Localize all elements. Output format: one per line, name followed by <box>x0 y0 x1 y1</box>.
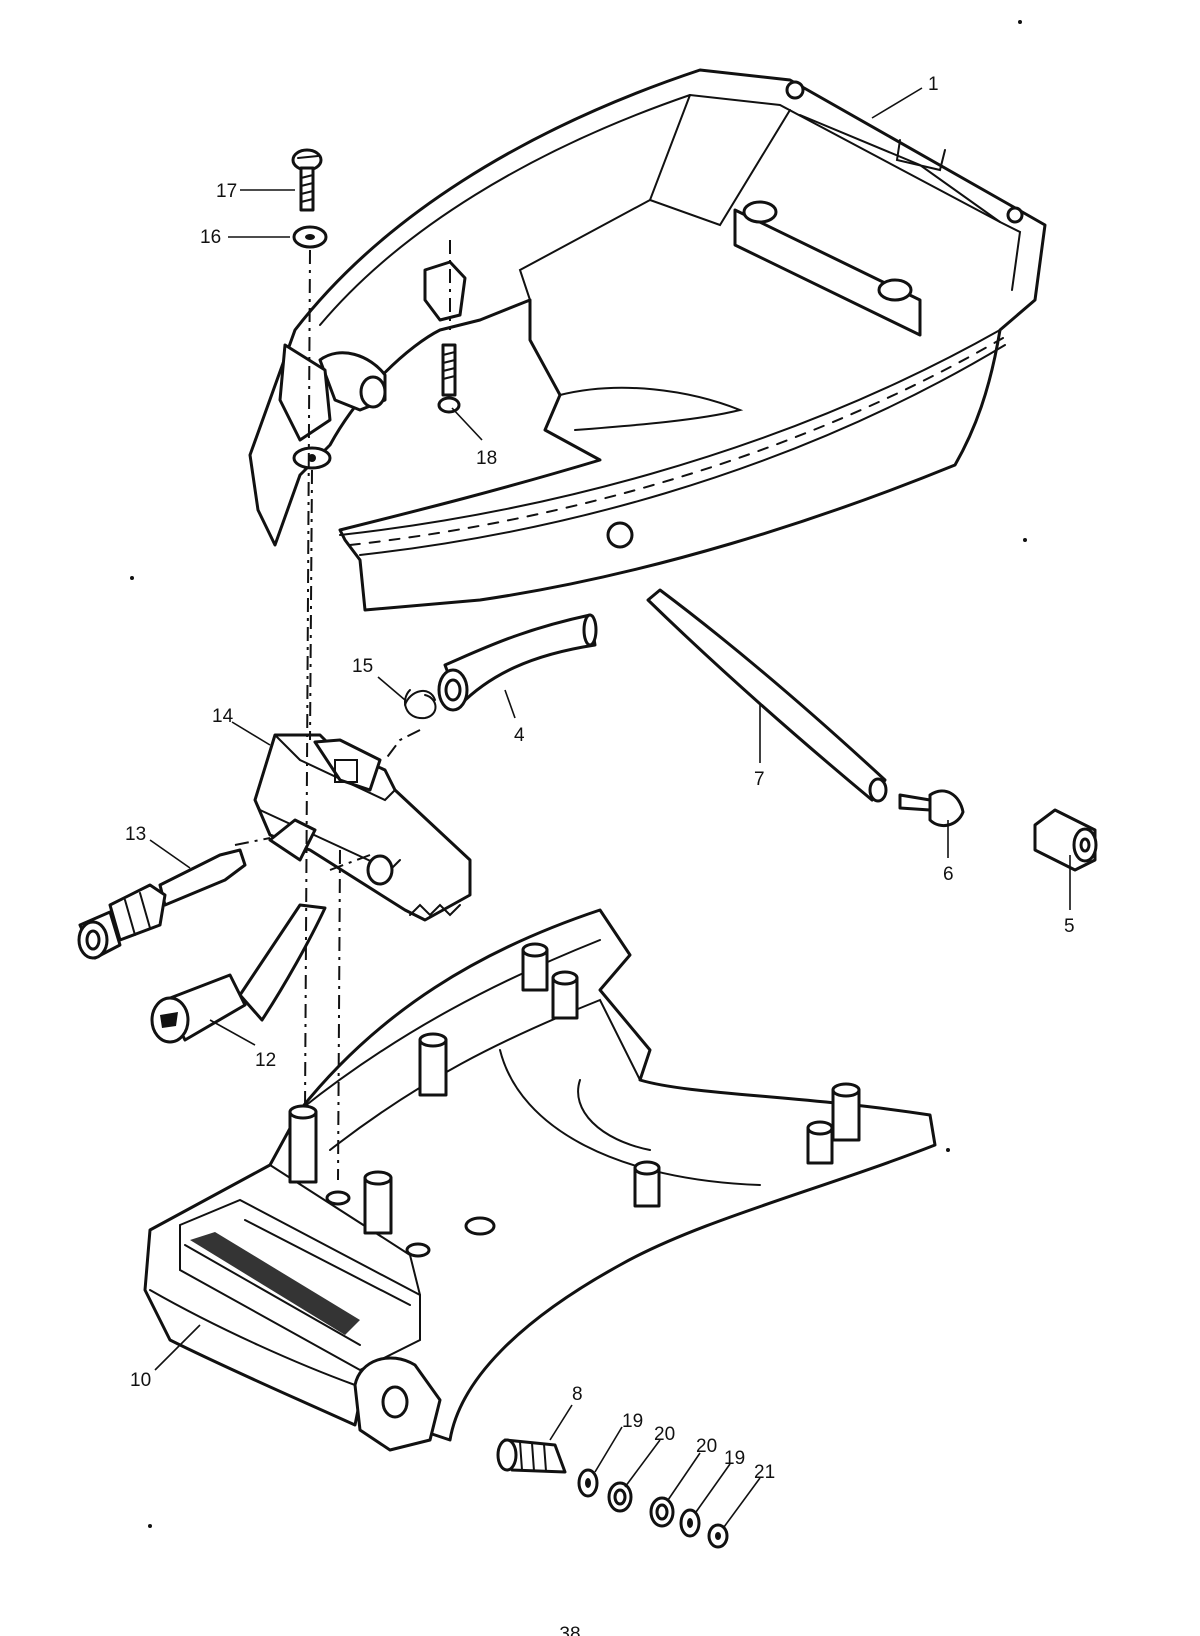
nut-part-20-b <box>649 1496 675 1528</box>
label-part-19-b: 19 <box>724 1448 745 1469</box>
leader-lines <box>149 87 1071 1528</box>
label-part-10: 10 <box>130 1370 151 1391</box>
label-part-12: 12 <box>255 1050 276 1071</box>
fitting-part-13 <box>77 848 247 960</box>
clip-block-part-14 <box>253 733 472 922</box>
label-part-16: 16 <box>200 227 221 248</box>
clip-and-screw-part-18 <box>423 260 467 414</box>
washer-part-16 <box>292 225 328 249</box>
hose-part-12 <box>150 903 327 1044</box>
label-part-6: 6 <box>943 864 954 885</box>
label-part-19-a: 19 <box>622 1411 643 1432</box>
page-number: 38 <box>559 1624 580 1636</box>
nut-part-20-a <box>607 1481 633 1513</box>
label-part-14: 14 <box>212 706 234 727</box>
callout-labels: 1 4 5 6 7 8 10 12 13 14 15 16 17 18 19 2… <box>125 74 1075 1636</box>
spring-clip-part-15 <box>404 689 437 720</box>
washer-part-19-b <box>679 1508 701 1538</box>
print-specks <box>130 20 1027 1528</box>
label-part-17: 17 <box>216 181 237 202</box>
nut-part-21 <box>707 1523 729 1549</box>
upper-cowling-part-1 <box>248 68 1047 612</box>
screw-part-17 <box>291 148 323 212</box>
pin-part-8 <box>496 1438 567 1474</box>
fitting-part-5 <box>1033 808 1098 872</box>
plug-part-6 <box>898 789 965 828</box>
label-part-4: 4 <box>514 725 525 746</box>
lower-cowling-part-10 <box>143 908 937 1452</box>
tube-part-7 <box>646 588 888 803</box>
base-bosses <box>288 942 861 1258</box>
label-part-20-b: 20 <box>696 1436 717 1457</box>
label-part-7: 7 <box>754 769 765 790</box>
label-part-20-a: 20 <box>654 1424 675 1445</box>
label-part-13: 13 <box>125 824 146 845</box>
label-part-8: 8 <box>572 1384 583 1405</box>
label-part-5: 5 <box>1064 916 1075 937</box>
washer-part-19-a <box>577 1468 599 1498</box>
assembly-axis-lines <box>234 240 451 1181</box>
label-part-21: 21 <box>754 1462 775 1483</box>
label-part-15: 15 <box>352 656 373 677</box>
label-part-1: 1 <box>928 74 939 95</box>
label-part-18: 18 <box>476 448 497 469</box>
hose-part-4 <box>437 613 598 712</box>
